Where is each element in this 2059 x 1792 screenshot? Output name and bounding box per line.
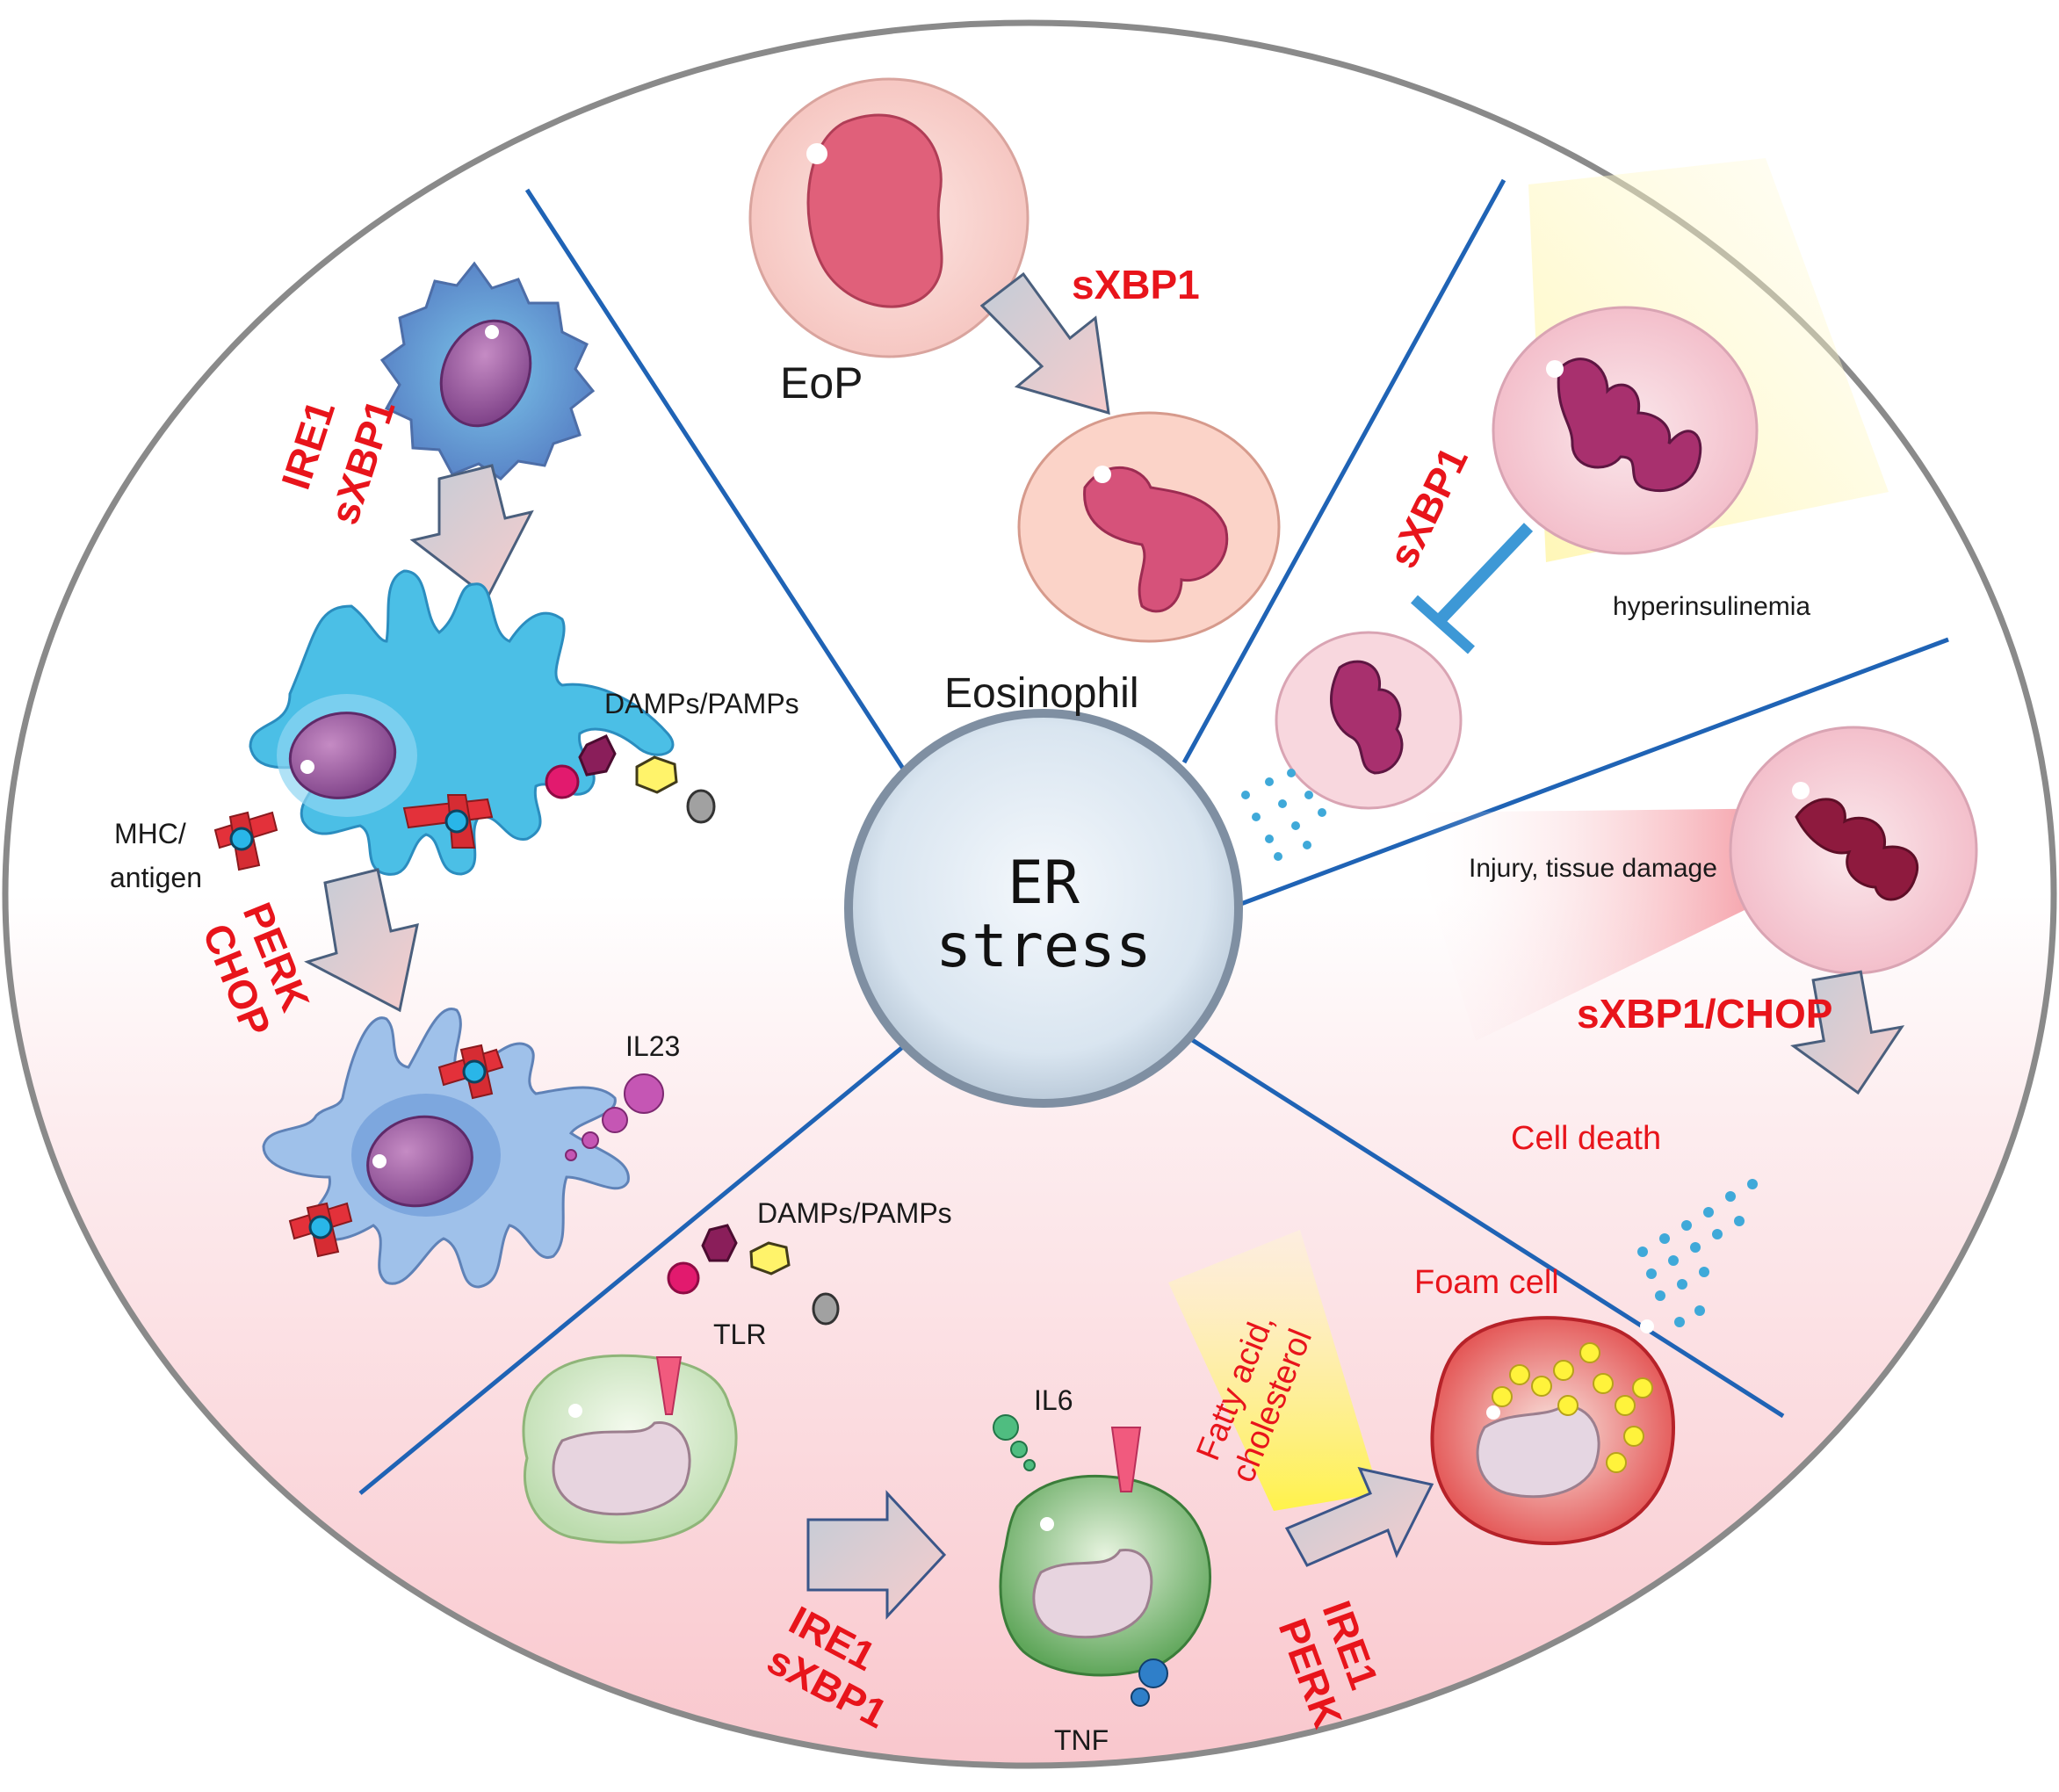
mac-danger-label: DAMPs/PAMPs [757,1197,952,1229]
divider-right-upper [1238,637,1949,907]
hyperinsulinemia-label: hyperinsulinemia [1613,592,1810,621]
tnf-label: TNF [1054,1724,1109,1756]
center-er-stress: ER stress [844,709,1243,1108]
divider-right-lower [1182,1032,1785,1419]
activated-macrophage [999,1427,1212,1677]
injured-neutrophil [1729,726,1978,975]
il23-cytokines [565,1073,664,1161]
inhibition-bar [1411,523,1534,654]
activated-dendritic-cell [262,1007,630,1289]
mac-damps-pamps [667,1224,840,1326]
mhc-label-line2: antigen [110,862,202,893]
dc-arrow2 [304,868,419,1013]
eosinophil-cell [1017,411,1281,643]
sector-eosinophil: EoP sXBP1 Eosinophil [748,77,1281,717]
foam-cell-label: Foam cell [1414,1264,1559,1301]
eosinophil-label: Eosinophil [944,670,1138,717]
foam-cell [1430,1316,1676,1545]
neutrophil-cell [1492,306,1759,555]
mhc-label-line1: MHC/ [114,818,186,849]
il6-cytokines [993,1414,1036,1471]
divider-lower-left [358,1044,907,1495]
injury-arrow [1790,970,1905,1095]
center-line2: stress [936,912,1152,981]
il6-label: IL6 [1034,1384,1073,1416]
eop-label: EoP [780,358,863,408]
eop-transcript: sXBP1 [1072,262,1200,307]
eop-arrow [979,271,1110,415]
divider-top [1181,178,1506,764]
dc-arrow1 [409,464,534,600]
dead-cell-debris [1637,1179,1758,1333]
mhc-antigen-complexes [213,794,494,871]
injury-label: Injury, tissue damage [1469,854,1717,883]
lipid-beam [1168,1230,1379,1511]
sector-dendritic: IRE1 sXBP1 MHC/ antigen DAMPs/PAMPs PERK [110,261,799,1289]
sector-macrophage: DAMPs/PAMPs TLR IRE1 sXBP1 IL6 [522,1197,1676,1756]
sector-injury: Injury, tissue damage sXBP1/CHOP Cell de… [1405,726,1978,1333]
dc-danger-label: DAMPs/PAMPs [604,688,799,719]
mac-arrow2 [1284,1466,1434,1567]
injury-pathway: sXBP1/CHOP [1577,991,1832,1037]
tlr-label: TLR [713,1319,766,1350]
dc-damps-pamps [545,734,716,824]
injury-beam [1405,808,1810,1041]
mac-arrow1 [806,1490,947,1620]
eop-cell [748,77,1030,358]
divider-upper-left [524,188,907,773]
tnf-cytokines [1131,1658,1168,1707]
resting-macrophage [522,1354,738,1544]
immature-dendritic-cell [379,261,596,481]
il23-label: IL23 [625,1030,680,1062]
activated-dc-mhc [288,1044,504,1258]
released-granules [1241,769,1326,861]
lipid-droplets [1492,1342,1653,1473]
injury-outcome: Cell death [1511,1120,1661,1157]
degranulated-neutrophil [1275,631,1463,810]
center-line1: ER [1008,849,1080,918]
